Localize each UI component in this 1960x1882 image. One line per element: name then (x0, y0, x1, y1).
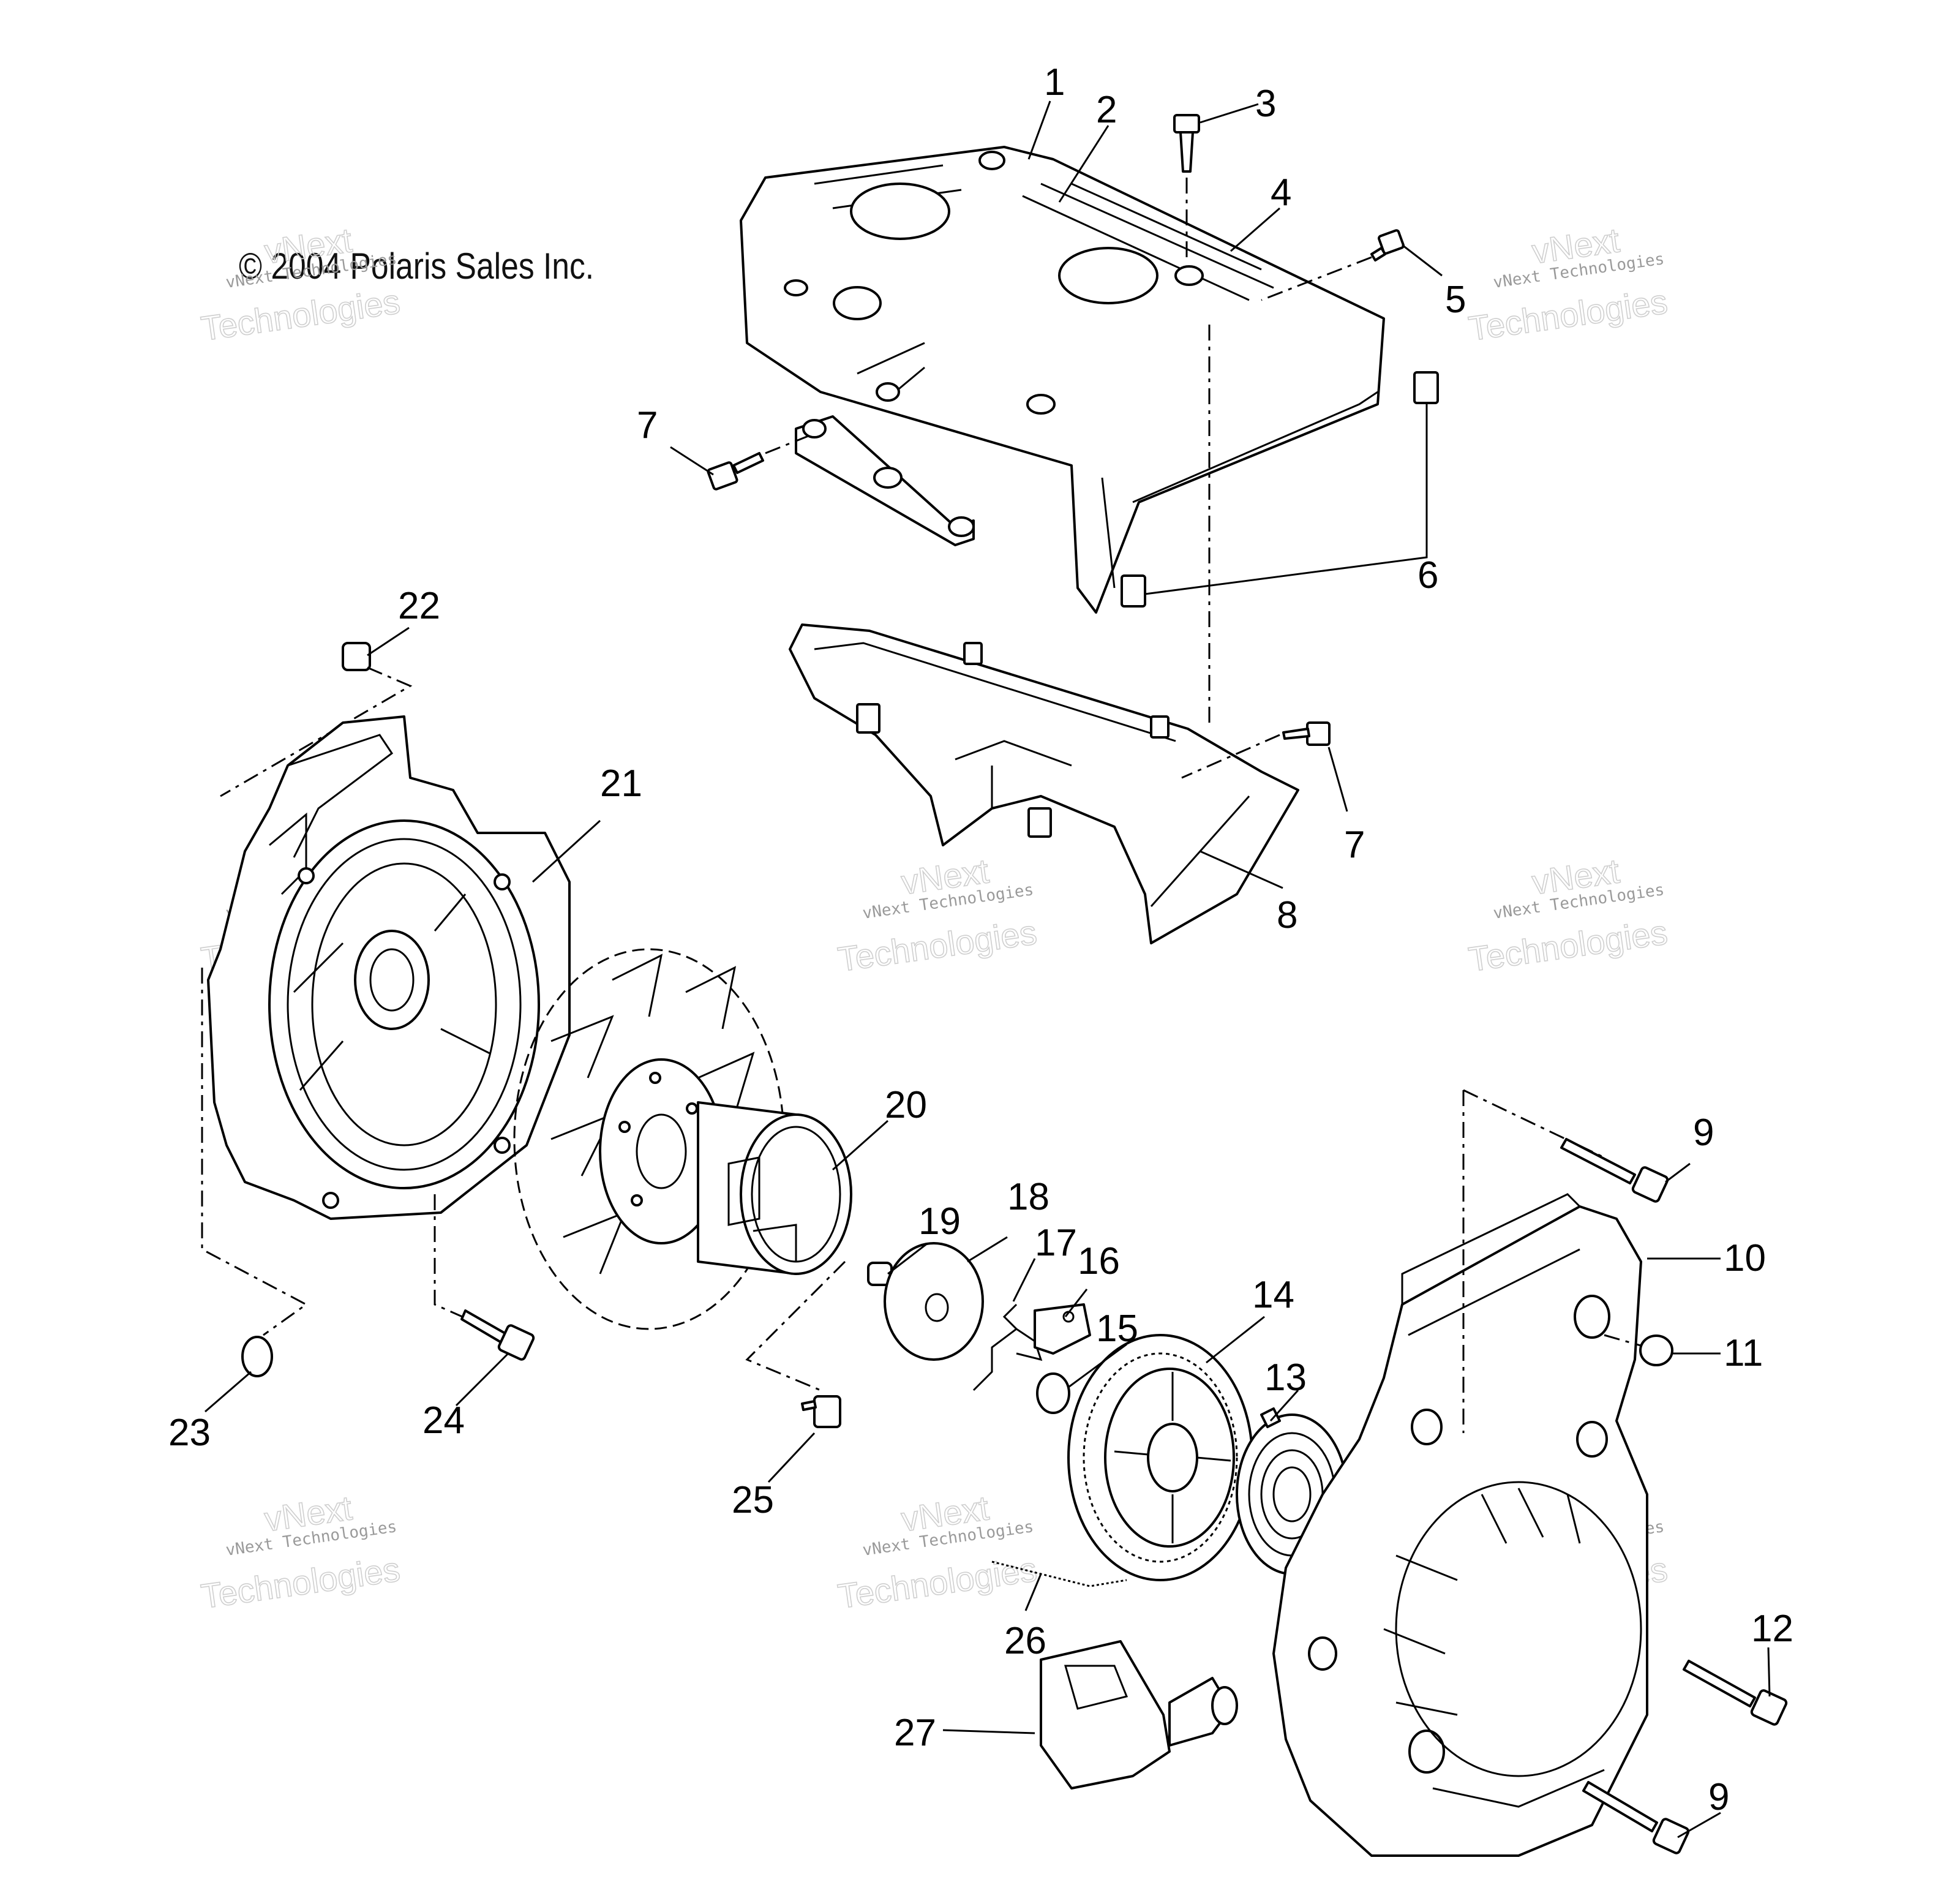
air-duct-8 (789, 325, 1299, 944)
pawl-16 (1034, 1303, 1091, 1355)
bolt-25 (801, 1395, 841, 1428)
callout-10: 10 (1724, 1237, 1766, 1279)
callout-25: 25 (732, 1479, 774, 1521)
callout-labels: 1 2 3 4 5 6 7 7 8 9 10 11 12 9 13 14 15 … (168, 61, 1793, 1818)
rope-26 (991, 1560, 1127, 1587)
watermark-8: vNext vNext Technologies Technologies (835, 1488, 1040, 1616)
callout-1: 1 (1044, 61, 1065, 104)
callout-23: 23 (168, 1412, 211, 1454)
callout-15: 15 (1096, 1308, 1138, 1350)
ring-15 (1036, 1372, 1070, 1414)
callout-7b: 7 (1344, 824, 1365, 866)
callout-19: 19 (918, 1200, 961, 1243)
watermark-7: vNext vNext Technologies Technologies (198, 1488, 403, 1616)
leader-lines (205, 100, 1771, 1839)
callout-7a: 7 (637, 404, 658, 446)
spring-17 (972, 1303, 1043, 1391)
o-ring-23 (241, 1336, 273, 1377)
callout-6: 6 (1417, 554, 1438, 597)
bolt-12 (1683, 1660, 1788, 1726)
plug-11 (1639, 1334, 1673, 1366)
callout-9a: 9 (1693, 1112, 1714, 1154)
callout-24: 24 (422, 1399, 465, 1442)
callout-27: 27 (894, 1712, 936, 1754)
callout-21: 21 (600, 762, 642, 805)
callout-11: 11 (1724, 1332, 1763, 1374)
fan-housing-21 (207, 715, 571, 1220)
watermark-1: vNext vNext Technologies Technologies (198, 220, 403, 348)
handle-27 (1040, 1640, 1238, 1790)
callout-4: 4 (1271, 171, 1291, 214)
watermark-6: vNext vNext Technologies Technologies (1466, 851, 1670, 979)
callout-18: 18 (1007, 1176, 1049, 1218)
callout-2: 2 (1096, 89, 1117, 131)
screw-3 (1173, 114, 1200, 257)
bolt-24 (460, 1309, 535, 1361)
dash-leader-23 (201, 968, 308, 1336)
callout-5: 5 (1445, 279, 1466, 321)
callout-12: 12 (1751, 1608, 1793, 1650)
callout-9b: 9 (1708, 1776, 1729, 1818)
callout-13: 13 (1264, 1357, 1307, 1399)
watermark-5: vNext vNext Technologies Technologies (835, 851, 1040, 979)
dash-leader-11 (1604, 1334, 1648, 1349)
starter-cup-20 (697, 1101, 852, 1275)
plate-18 (884, 1242, 984, 1361)
dash-leader-24 (434, 1194, 490, 1330)
callout-20: 20 (885, 1084, 927, 1126)
screw-7-left (707, 435, 809, 491)
flywheel-fan (513, 948, 785, 1330)
spacer-22 (220, 642, 413, 797)
recoil-housing-10 (1272, 1193, 1648, 1857)
copyright-notice: © 2004 Polaris Sales Inc. (239, 246, 595, 287)
callout-3: 3 (1255, 83, 1276, 125)
bolt-9-bottom (1582, 1781, 1690, 1854)
bolt-9-top (1560, 1138, 1669, 1203)
watermark-3: vNext vNext Technologies Technologies (1466, 220, 1670, 348)
screw-5 (1261, 229, 1405, 301)
callout-16: 16 (1078, 1240, 1120, 1282)
callout-8: 8 (1277, 894, 1297, 936)
callout-26: 26 (1004, 1620, 1046, 1662)
callout-14: 14 (1252, 1274, 1294, 1316)
callout-17: 17 (1035, 1222, 1077, 1264)
screw-7-right (1181, 721, 1331, 779)
callout-22: 22 (398, 585, 440, 627)
rope-pulley-14 (1067, 1334, 1253, 1581)
clips-6 (1121, 371, 1439, 608)
top-shroud (740, 146, 1385, 614)
dash-leader-25 (745, 1260, 846, 1391)
